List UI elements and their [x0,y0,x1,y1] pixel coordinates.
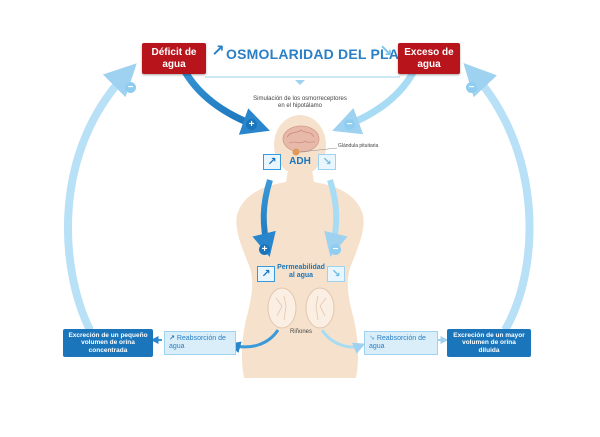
exceso-box: Exceso de agua [398,43,460,74]
title-up-arrow-icon: ↗ [211,43,225,60]
excretion-large-box: Excreción de un mayor volumen de orina d… [447,329,531,358]
left-loop-minus-sign: − [125,82,136,93]
reabsorption-right-label: Reabsorción de agua [369,335,426,351]
reabsorption-right-box: ↘ Reabsorción de agua [364,331,438,356]
kidneys-label: Riñones [289,329,312,335]
permeability-minus-sign: − [330,244,341,255]
hypothalamus-minus-sign: − [344,119,355,130]
deficit-box: Déficit de agua [142,43,206,74]
kidney-to-reabsorption-right-arrow [320,329,366,354]
body-silhouette [236,115,364,378]
pituitary-label: Glándula pituitaria [338,143,379,149]
adh-to-permeability-arrow-light [324,179,348,258]
reabsorption-right-down-arrow-icon: ↘ [369,335,375,342]
right-loop-minus-sign: − [466,82,477,93]
hypothalamus-plus-sign: + [246,119,257,130]
excretion-small-box: Excreción de un pequeño volumen de orina… [63,329,153,358]
adh-label: ADH [289,156,311,167]
reabsorption-left-up-arrow-icon: ↗ [169,335,175,342]
permeability-decrease-box: ↘ [327,266,345,282]
kidney-to-reabsorption-left-arrow [228,329,280,354]
adh-increase-box: ↗ [263,154,281,170]
adh-to-permeability-arrow-dark [252,179,276,258]
permeability-plus-sign: + [259,244,270,255]
pituitary-leader-line [299,147,338,153]
permeability-increase-box: ↗ [257,266,275,282]
reabsorption-left-label: Reabsorción de agua [169,335,226,351]
title-down-arrow-icon: ↘ [379,43,393,60]
page-title: OSMOLARIDAD DEL PLASMA [226,46,431,62]
adh-decrease-box: ↘ [318,154,336,170]
kidneys-icon [267,287,335,329]
left-outer-loop-arrow [63,63,137,332]
reabsorption-left-box: ↗ Reabsorción de agua [164,331,236,356]
title-underline-tick [295,80,305,85]
right-outer-loop-arrow [463,62,534,333]
permeability-label: Permeabilidad al agua [277,264,325,280]
hypothalamus-caption: Simulación de los osmorreceptores en el … [253,96,347,109]
